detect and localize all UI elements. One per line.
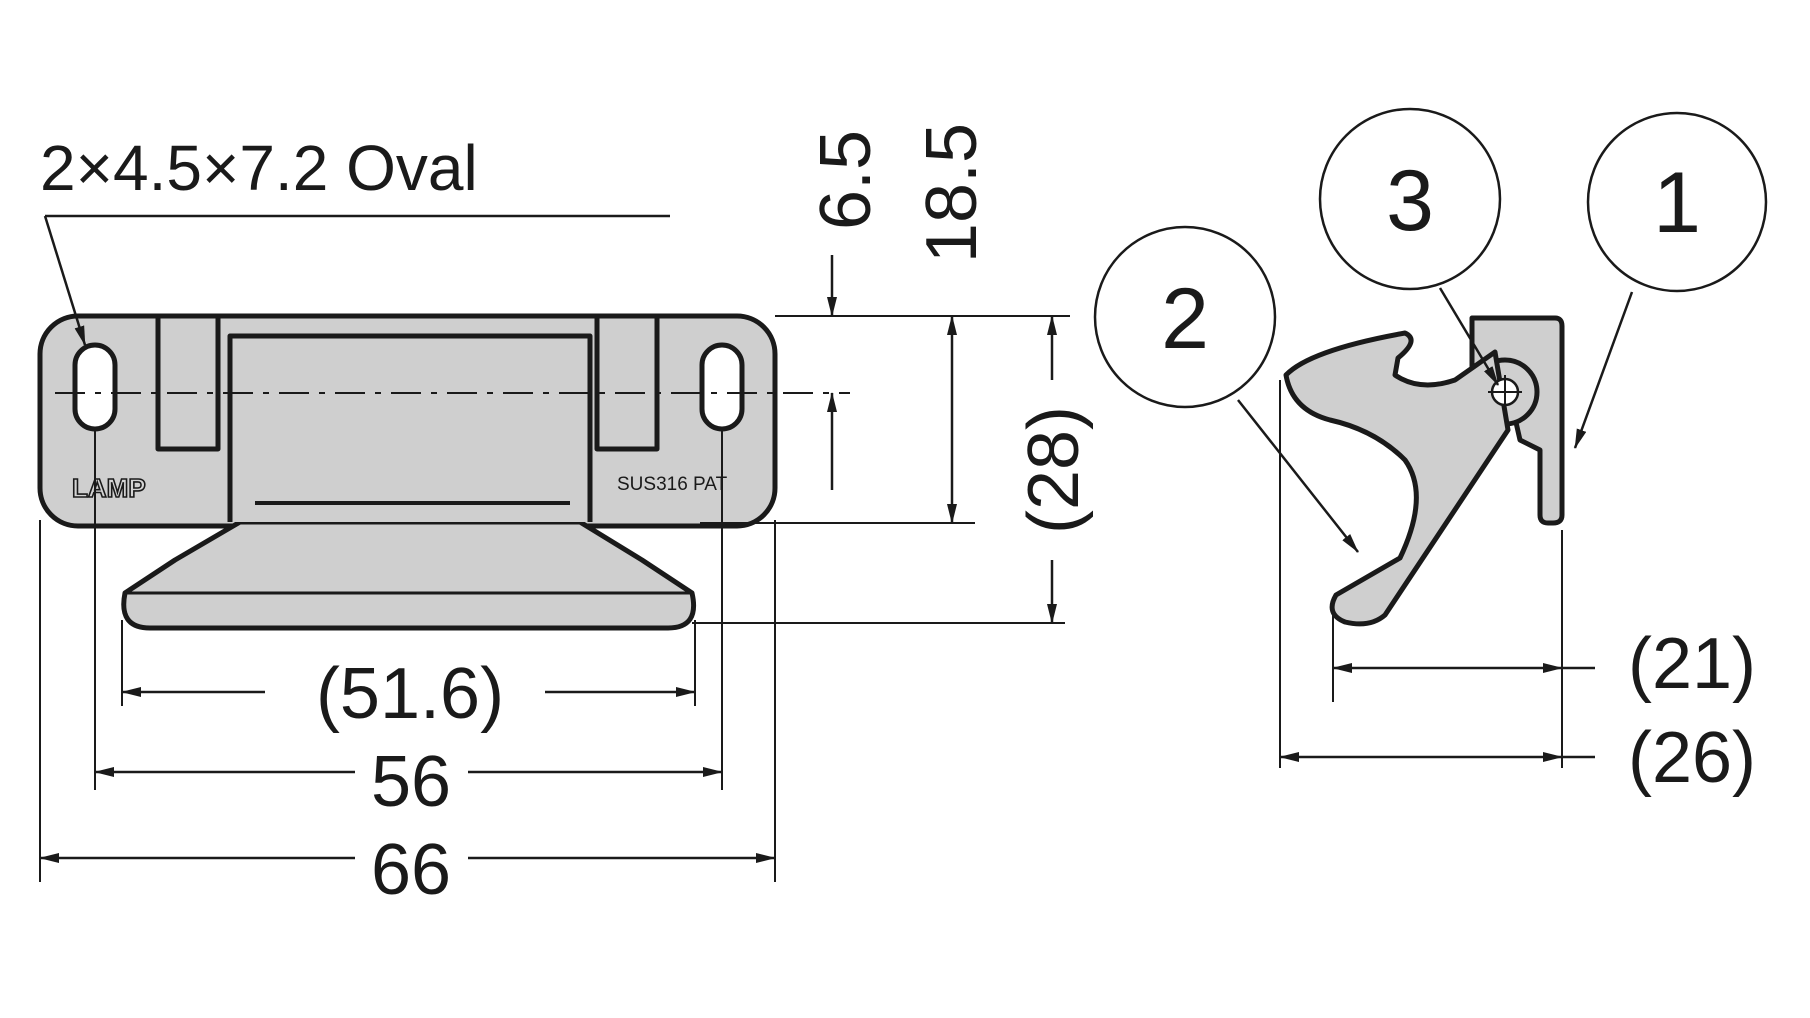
hole-spec-label: 2×4.5×7.2 Oval: [40, 132, 478, 204]
handle-flare: [121, 519, 696, 631]
hole-leader: [43, 214, 670, 346]
front-view: [37, 313, 778, 631]
extension-lines-vertical: [692, 315, 1070, 624]
callout-label-2: 2: [1161, 271, 1209, 367]
left-oval-hole: [72, 342, 118, 432]
dim-handle-width-label: (51.6): [316, 654, 504, 734]
callout-balloons: [1093, 107, 1768, 409]
callout-circle-3: [1318, 107, 1502, 291]
callout-label-3: 3: [1386, 153, 1434, 249]
callout-circle-2: [1093, 225, 1277, 409]
side-handle-lever: [1283, 330, 1511, 627]
side-view: [1283, 315, 1565, 627]
right-slot: [594, 313, 660, 452]
callout-leaders: [1237, 287, 1634, 553]
right-oval-hole: [699, 342, 745, 432]
dim-side-depth-outer-label: (26): [1628, 718, 1756, 798]
left-slot: [155, 313, 221, 452]
dim-hole-pitch-label: 56: [371, 742, 451, 822]
dim-overall-height-label: (28): [1014, 406, 1094, 534]
pivot-crosshair: [1488, 375, 1522, 409]
extension-lines-side: [1279, 380, 1563, 768]
material-mark: SUS316 PAT: [617, 474, 728, 495]
callout-circle-1: [1586, 111, 1768, 293]
brand-mark: LAMP: [72, 473, 146, 503]
dim-body-height-label: 18.5: [912, 123, 992, 263]
handle-body: [227, 333, 593, 522]
callout-label-1: 1: [1653, 155, 1701, 251]
dim-side-depth-inner-label: (21): [1628, 624, 1756, 704]
dim-hole-offset-label: 6.5: [806, 130, 886, 230]
dim-width-total-label: 66: [371, 830, 451, 910]
